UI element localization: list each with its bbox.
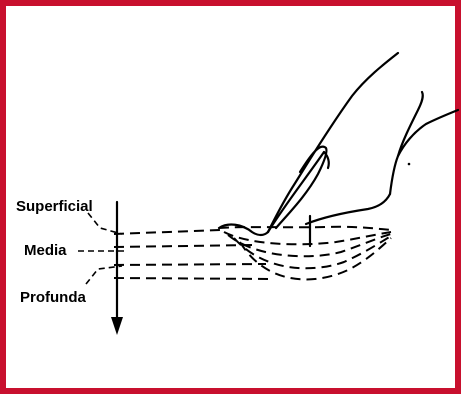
superficial-label: Superficial [16, 198, 93, 215]
media-layer-line-1 [114, 245, 254, 247]
media-label: Media [24, 242, 67, 259]
media-layer-line-2 [114, 264, 266, 265]
superficial-layer-line [114, 230, 221, 234]
hand-pressing-skin-icon [219, 53, 458, 246]
down-arrow-icon [111, 202, 123, 335]
palpation-depth-diagram: Superficial Media Profunda [6, 6, 461, 400]
profunda-layer-line [114, 278, 274, 279]
profunda-label: Profunda [20, 289, 86, 306]
